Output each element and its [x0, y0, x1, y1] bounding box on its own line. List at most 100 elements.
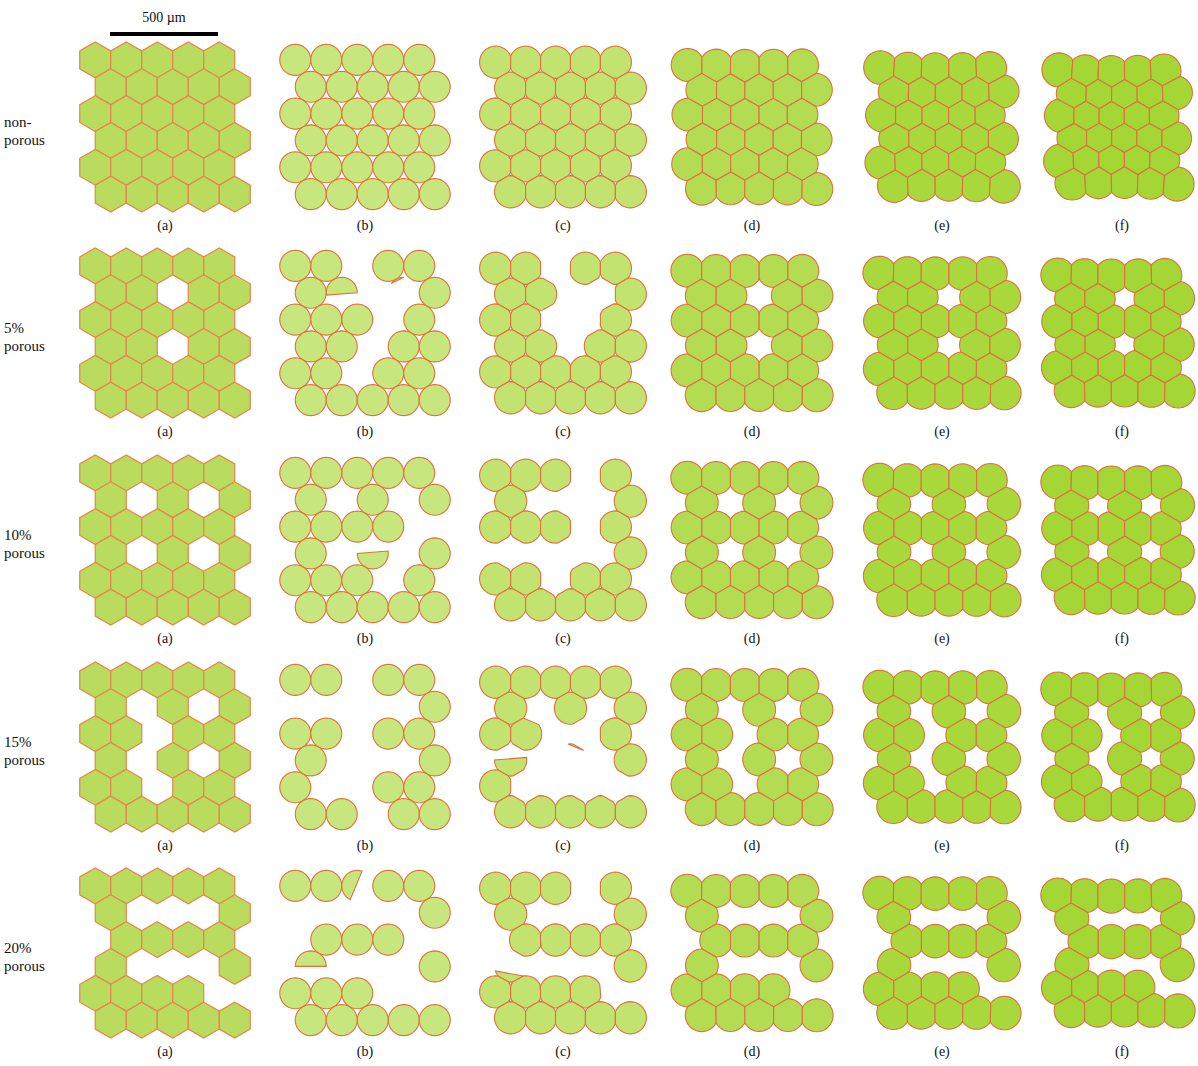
particle-cell — [419, 385, 450, 416]
hexagon-cell — [173, 922, 204, 958]
hexagon-cell — [188, 589, 219, 625]
particle-cell — [990, 996, 1021, 1029]
particle-cell — [295, 484, 326, 515]
particle-cell — [342, 565, 373, 596]
particle-cell — [342, 152, 373, 183]
particle-cell — [326, 179, 357, 210]
particle-cell — [388, 385, 419, 416]
particle-cell — [585, 1002, 615, 1034]
particle-cell — [373, 457, 404, 488]
panel-label: (c) — [555, 631, 571, 647]
particle-cell — [990, 376, 1021, 409]
hexagon-cell — [126, 589, 157, 625]
particle-cell — [373, 664, 404, 695]
particle-cell — [1164, 994, 1195, 1028]
particle-cell — [585, 176, 615, 208]
panel-label: (d) — [744, 424, 760, 440]
particle-cell — [280, 44, 311, 75]
hexagon-cell — [219, 382, 250, 418]
particle-cell — [295, 331, 326, 362]
particle-cell — [1125, 925, 1151, 959]
particle-cell — [342, 511, 373, 542]
particle-cell — [908, 169, 936, 201]
panel-label: (b) — [357, 1044, 373, 1060]
hexagon-cell — [157, 1002, 188, 1038]
particle-cell — [685, 999, 716, 1032]
particle-cell — [877, 170, 908, 202]
particle-cell — [1084, 582, 1111, 614]
hexagon-cell — [95, 796, 126, 832]
particle-cell — [685, 379, 716, 412]
particle-cell — [404, 772, 435, 803]
particle-cell — [509, 924, 540, 956]
particle-cell — [373, 772, 404, 803]
particle-cell — [1111, 582, 1138, 614]
packing-panel — [80, 455, 251, 625]
particle-cell — [615, 176, 646, 208]
panel-label: (d) — [744, 1044, 760, 1060]
particle-cell — [342, 457, 373, 488]
particle-cell — [495, 176, 526, 208]
particle-cell — [570, 924, 600, 956]
panel-label: (c) — [555, 1044, 571, 1060]
particle-cell — [1098, 925, 1124, 959]
hexagon-cell — [126, 176, 157, 212]
particle-cell — [526, 1002, 556, 1034]
particle-cell — [404, 457, 435, 488]
panel-label: (d) — [744, 218, 760, 234]
particle-cell — [419, 179, 450, 210]
particle-cell — [280, 718, 311, 749]
particle-cell — [1084, 375, 1111, 407]
particle-cell — [615, 382, 646, 414]
particle-cell — [511, 511, 541, 543]
particle-cell — [342, 98, 373, 129]
particle-cell — [280, 565, 311, 596]
particle-cell — [556, 589, 586, 621]
packing-panel — [671, 874, 833, 1031]
particle-cell — [388, 1005, 419, 1036]
particle-cell — [295, 125, 326, 156]
hexagon-cell — [126, 796, 157, 832]
particle-cell — [556, 176, 586, 208]
particle-cell — [585, 796, 615, 828]
particle-cell — [404, 152, 435, 183]
particle-cell — [774, 999, 803, 1032]
particle-cell — [419, 691, 450, 722]
row-label: 20% porous — [4, 939, 64, 975]
particle-cell — [585, 382, 615, 414]
panel-label: (a) — [157, 838, 173, 854]
particle-cell — [311, 511, 342, 542]
particle-cell — [615, 796, 646, 828]
particle-cell — [419, 745, 450, 776]
particle-cell — [326, 385, 357, 416]
particle-cell — [526, 176, 556, 208]
row-label: 15% porous — [4, 733, 64, 769]
particle-cell — [295, 1005, 326, 1036]
packing-panel — [863, 876, 1021, 1030]
hexagon-cell — [126, 1002, 157, 1038]
hexagon-cell — [142, 922, 173, 958]
hexagon-cell — [157, 382, 188, 418]
particle-cell — [342, 44, 373, 75]
particle-cell — [280, 978, 311, 1009]
panel-label: (b) — [357, 218, 373, 234]
packing-panel — [280, 870, 451, 1035]
particle-cell — [295, 179, 326, 210]
particle-cell — [280, 304, 311, 335]
particle-cell — [1137, 167, 1164, 199]
hexagon-cell — [95, 382, 126, 418]
particle-cell — [326, 71, 357, 102]
packing-panel — [80, 868, 251, 1038]
particle-cell — [388, 331, 419, 362]
packing-panel — [671, 254, 833, 411]
particle-cell — [685, 586, 716, 619]
particle-cell — [388, 799, 419, 830]
hexagon-cell — [219, 176, 250, 212]
row-label: non- porous — [4, 113, 64, 149]
particle-cell — [391, 277, 404, 283]
panel-label: (b) — [357, 424, 373, 440]
particle-cell — [295, 71, 326, 102]
particle-cell — [419, 951, 450, 982]
packing-panel — [863, 463, 1021, 617]
particle-cell — [295, 538, 326, 569]
